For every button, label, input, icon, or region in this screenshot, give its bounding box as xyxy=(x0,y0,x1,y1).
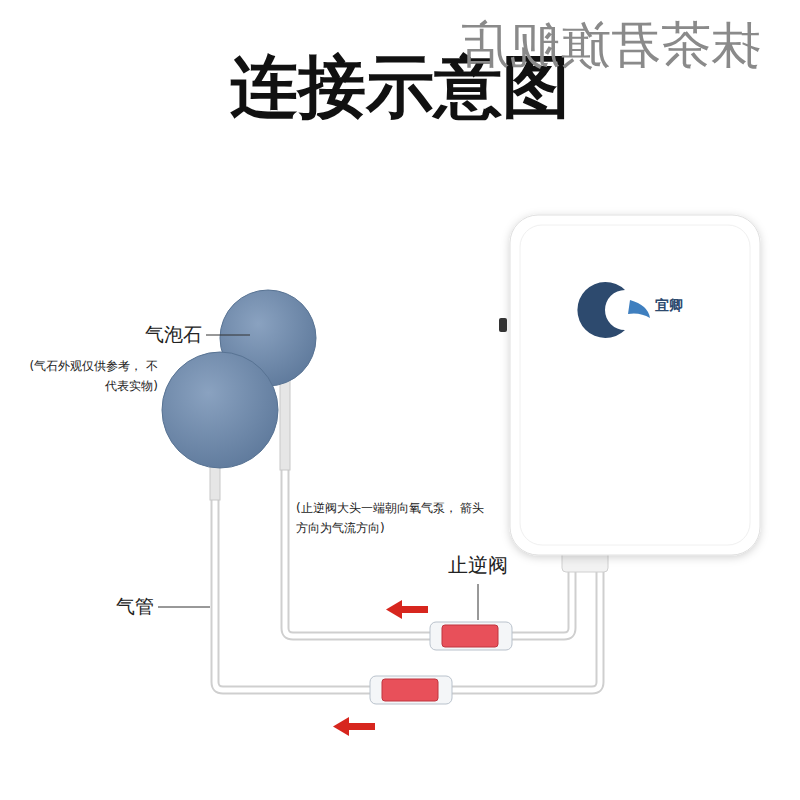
note: (气石外观仅供参考， 不代表实物) xyxy=(22,356,158,397)
flow-arrow xyxy=(333,600,428,736)
brand-logo: 宜卿 xyxy=(655,297,683,315)
note: (止逆阀大头一端朝向氧气泵， 箭头方向为气流方向) xyxy=(296,498,496,539)
watermark: 抹茶君旗舰店 xyxy=(430,18,790,73)
part-name: 止逆阀 xyxy=(430,553,526,578)
part-name: 气泡石 xyxy=(110,323,202,347)
air-pump xyxy=(499,215,760,572)
air-stone xyxy=(162,290,316,500)
leader-line xyxy=(158,335,478,620)
check-valve xyxy=(370,622,512,704)
part-name: 气管 xyxy=(84,595,154,619)
